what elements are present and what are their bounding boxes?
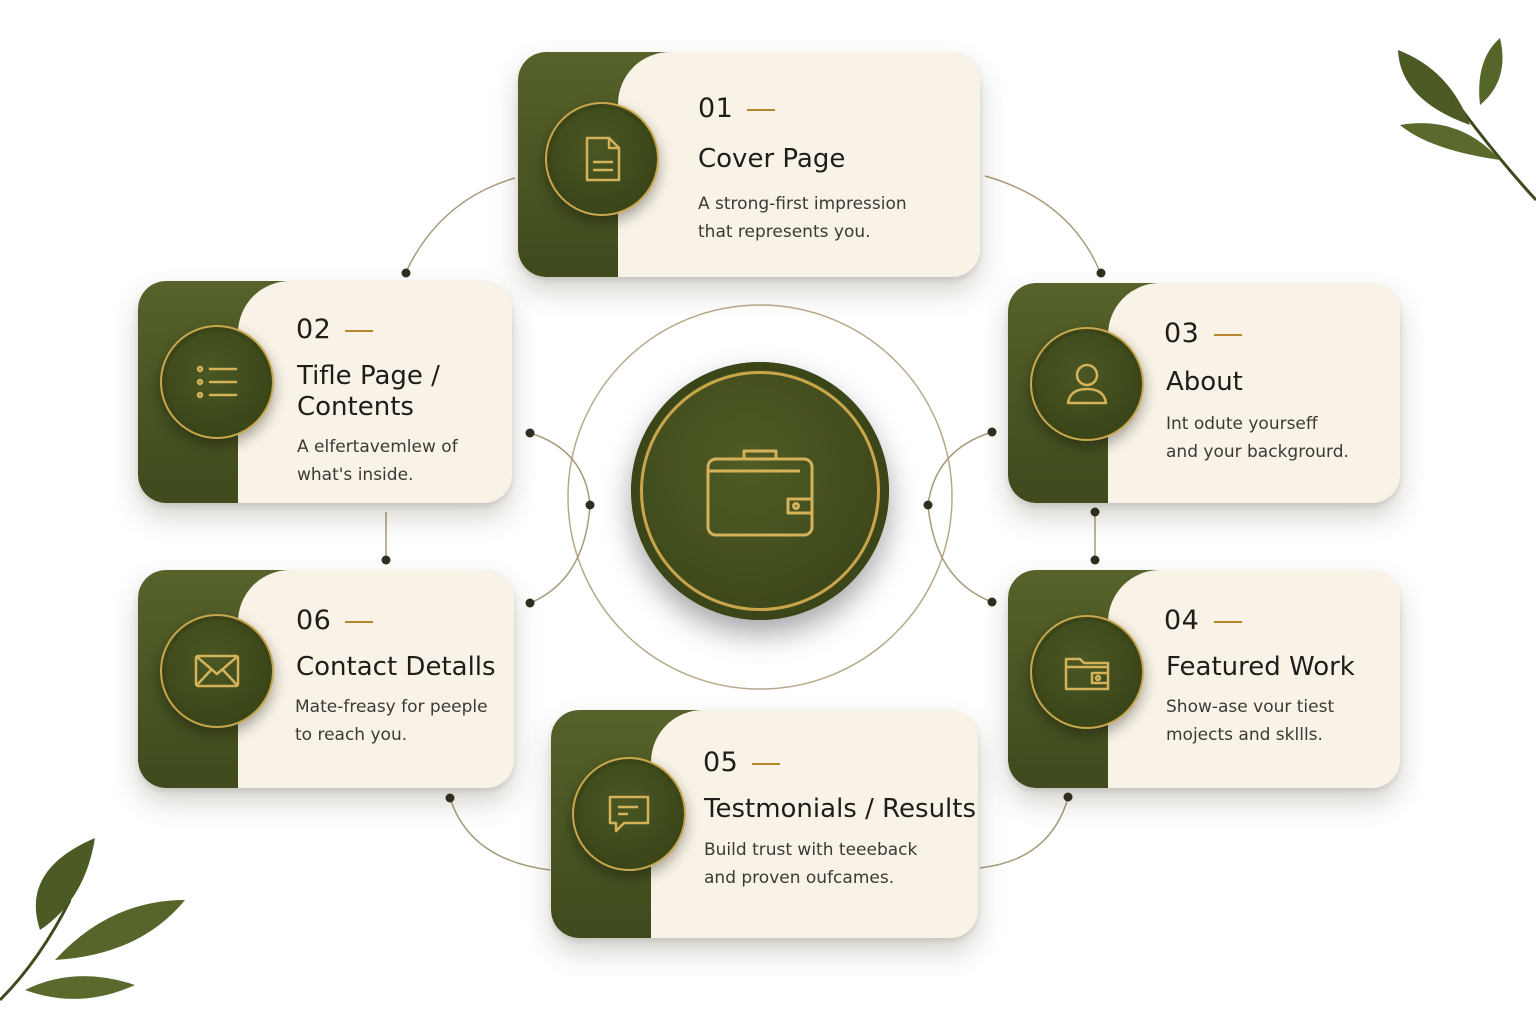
center-ring xyxy=(567,304,953,690)
step-badge-04 xyxy=(1030,615,1144,729)
step-description: A elfertavemlew of what's inside. xyxy=(297,437,458,485)
step-title: Cover Page xyxy=(698,144,846,174)
connector-dot xyxy=(1090,507,1100,517)
connector-dot xyxy=(987,597,997,607)
connector-01-03 xyxy=(984,175,1101,273)
connector-dot xyxy=(1063,792,1073,802)
step-card-05 xyxy=(551,710,978,938)
connector-dot xyxy=(1090,555,1100,565)
step-badge-02 xyxy=(160,325,274,439)
step-number: 06 xyxy=(296,605,332,636)
step-description: Build trust with teeeback and proven ouf… xyxy=(704,840,918,888)
user-icon xyxy=(1066,363,1108,405)
step-title: Tifle Page / Contents xyxy=(297,361,440,422)
step-number: 05 xyxy=(703,747,739,778)
step-title: About xyxy=(1166,367,1243,397)
leaf-branch-top-right xyxy=(1398,38,1536,202)
step-number: 04 xyxy=(1164,605,1200,636)
step-number-dash xyxy=(1214,621,1242,623)
connector-dot xyxy=(987,427,997,437)
folder-icon xyxy=(1064,657,1110,691)
center-portfolio-badge xyxy=(631,362,889,620)
step-badge-05 xyxy=(572,757,686,871)
chat-icon xyxy=(608,795,650,833)
connector-05-04 xyxy=(979,797,1069,869)
connector-dot xyxy=(525,598,535,608)
connector-dot xyxy=(1096,268,1106,278)
connector-dot xyxy=(585,500,595,510)
step-description: Mate-freasy for peeple to reach you. xyxy=(295,697,488,745)
leaf-branch-bottom-left xyxy=(0,838,185,1002)
step-card-01 xyxy=(518,52,980,277)
step-description: A strong-first impression that represent… xyxy=(698,194,907,242)
step-description: Int odute yourseff and your backgrourd. xyxy=(1166,414,1349,462)
connector-06-05 xyxy=(449,797,551,871)
step-number-dash xyxy=(1214,334,1242,336)
step-number-dash xyxy=(345,621,373,623)
connector-right-center xyxy=(927,431,993,603)
connector-left-center xyxy=(529,432,591,604)
list-icon xyxy=(196,365,238,399)
step-badge-03 xyxy=(1030,327,1144,441)
connector-dot xyxy=(923,500,933,510)
step-badge-01 xyxy=(545,102,659,216)
envelope-icon xyxy=(194,654,240,688)
step-number: 03 xyxy=(1164,318,1200,349)
step-title: Featured Work xyxy=(1166,652,1355,682)
step-number-dash xyxy=(345,330,373,332)
step-description: Show-ase vour tiest mojects and skllls. xyxy=(1166,697,1335,745)
step-title: Testmonials / Results xyxy=(704,794,977,824)
connector-dot xyxy=(401,268,411,278)
briefcase-icon xyxy=(706,449,814,537)
connector-dot xyxy=(445,793,455,803)
connector-dot xyxy=(381,555,391,565)
connector-dot xyxy=(525,428,535,438)
step-number: 02 xyxy=(296,314,332,345)
step-number: 01 xyxy=(698,93,734,124)
document-icon xyxy=(585,136,621,182)
step-badge-06 xyxy=(160,614,274,728)
connector-01-02 xyxy=(405,177,516,273)
step-number-dash xyxy=(752,763,780,765)
step-title: Contact Detalls xyxy=(296,652,496,682)
step-number-dash xyxy=(747,109,775,111)
